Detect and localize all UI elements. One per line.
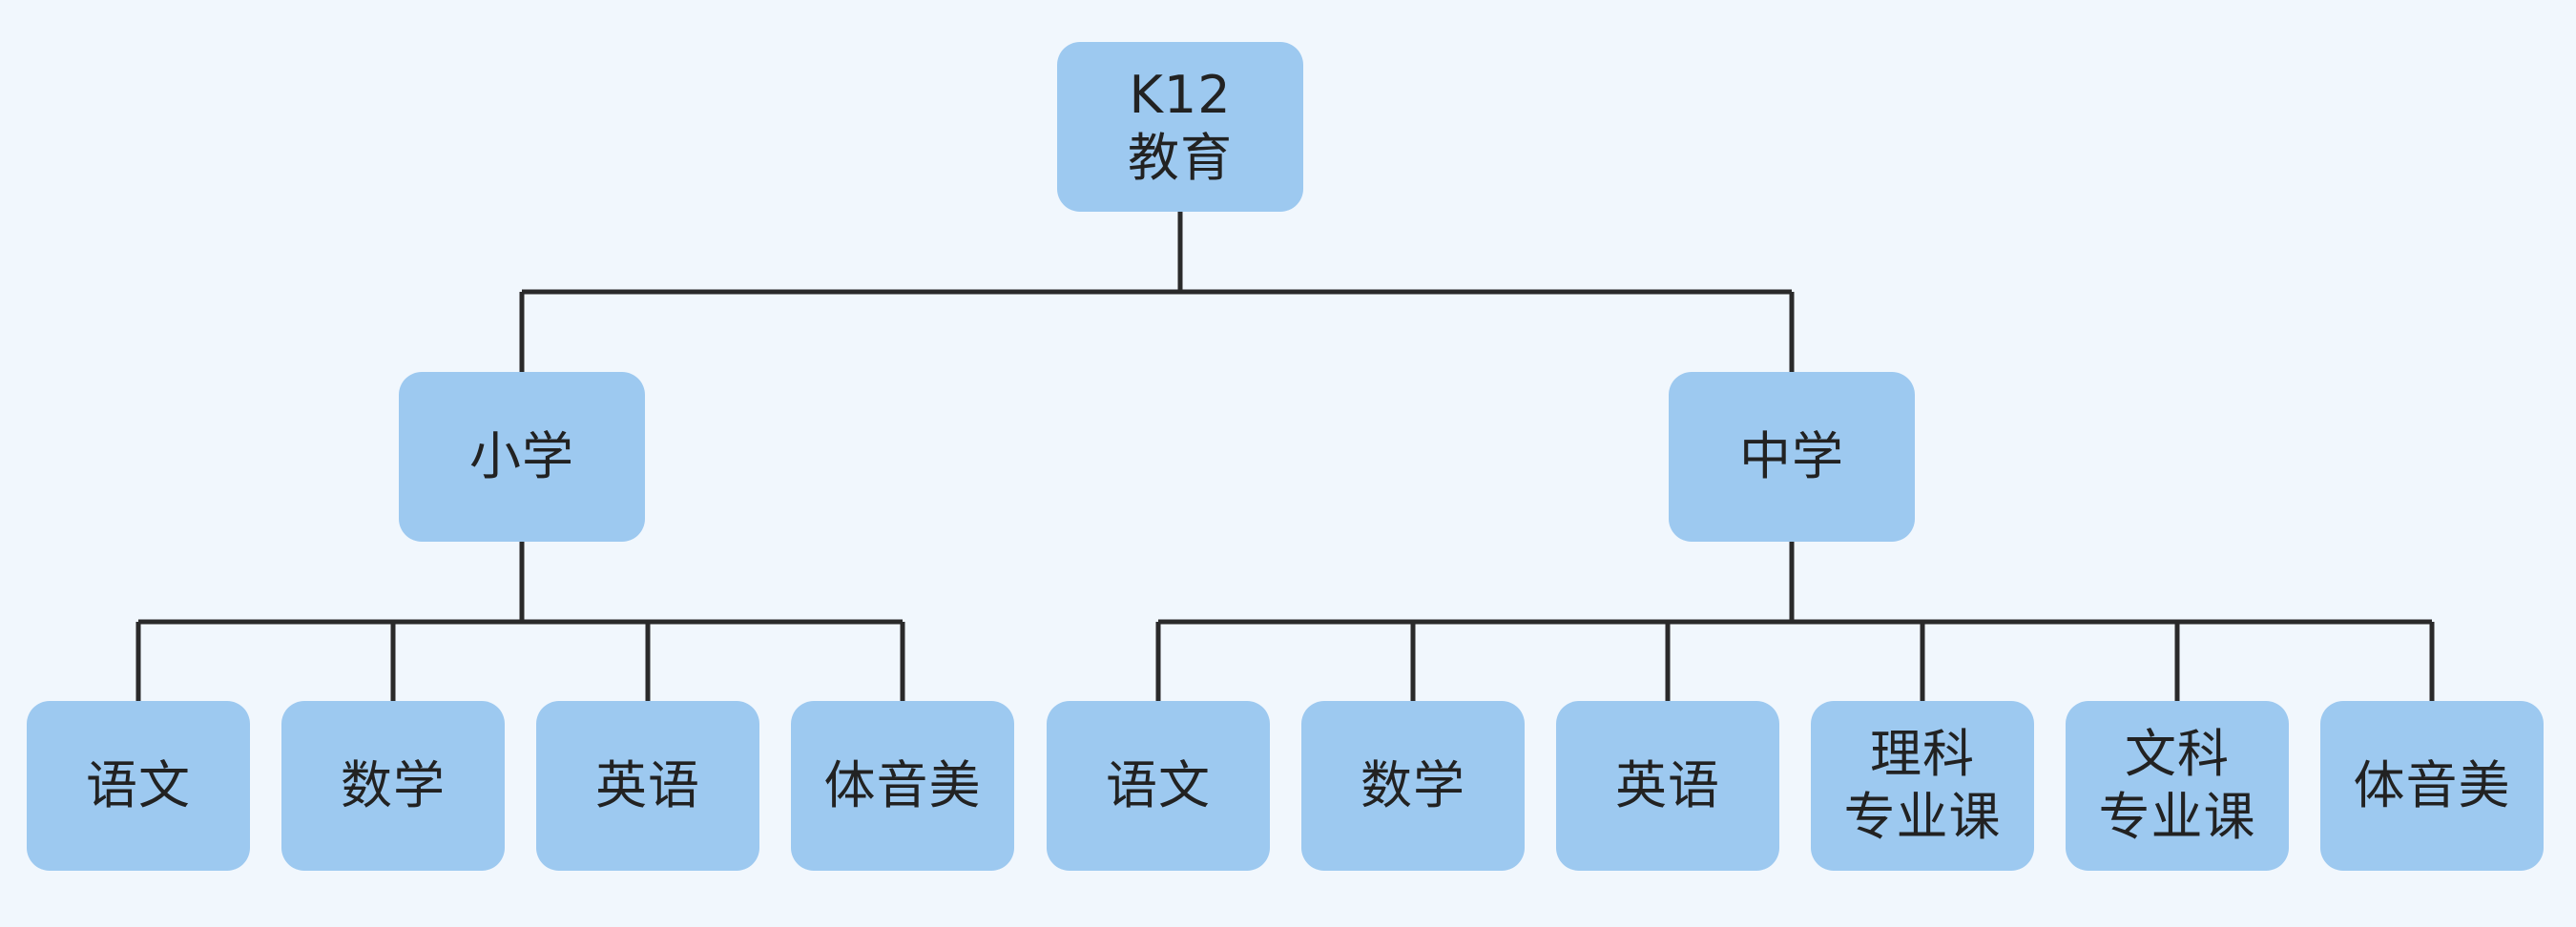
node-primary-subject: 英语 bbox=[536, 701, 759, 871]
node-label: 语文 bbox=[1106, 755, 1211, 815]
node-middle-subject: 数学 bbox=[1301, 701, 1525, 871]
node-primary-subject: 数学 bbox=[281, 701, 505, 871]
node-label: 数学 bbox=[341, 755, 446, 815]
node-primary-school: 小学 bbox=[399, 372, 645, 542]
node-label-line-2: 专业课 bbox=[1843, 787, 2002, 847]
node-label: 体音美 bbox=[823, 755, 982, 815]
node-label: 英语 bbox=[1615, 755, 1720, 815]
node-label-line-1: 理科 bbox=[1870, 724, 1975, 784]
node-label-line-1: 文科 bbox=[2125, 724, 2230, 784]
node-label: 体音美 bbox=[2353, 755, 2511, 815]
node-primary-subject: 体音美 bbox=[791, 701, 1014, 871]
node-primary-subject: 语文 bbox=[27, 701, 250, 871]
node-label-line-2: 专业课 bbox=[2098, 787, 2256, 847]
node-middle-school-label: 中学 bbox=[1739, 426, 1844, 486]
node-root: K12 教育 bbox=[1057, 42, 1303, 212]
node-middle-subject: 文科 专业课 bbox=[2066, 701, 2289, 871]
node-middle-subject: 语文 bbox=[1047, 701, 1270, 871]
node-middle-school: 中学 bbox=[1669, 372, 1915, 542]
node-middle-subject: 理科 专业课 bbox=[1811, 701, 2034, 871]
node-middle-subject: 体音美 bbox=[2320, 701, 2544, 871]
node-label: 语文 bbox=[86, 755, 191, 815]
node-root-line-1: K12 bbox=[1129, 65, 1232, 125]
node-label: 数学 bbox=[1361, 755, 1465, 815]
node-primary-school-label: 小学 bbox=[469, 426, 574, 486]
node-root-line-2: 教育 bbox=[1128, 128, 1233, 188]
node-middle-subject: 英语 bbox=[1556, 701, 1779, 871]
node-label: 英语 bbox=[595, 755, 700, 815]
